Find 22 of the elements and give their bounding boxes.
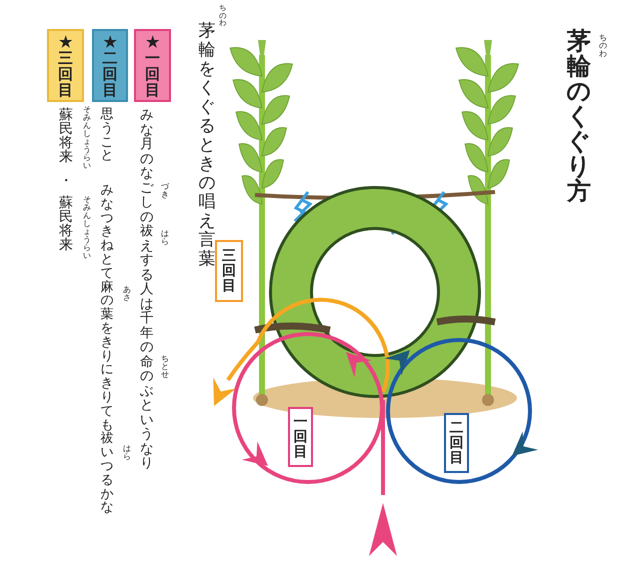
middle-dot: ・ — [58, 174, 74, 188]
tag: ★二回目 — [92, 29, 128, 102]
ruby: そみんしょうらい — [82, 196, 92, 260]
ruby: づき — [160, 183, 170, 199]
ruby: はら — [122, 445, 132, 461]
verse-text: みなつきねとて麻の葉をきりにきりても祓いつるかな — [100, 184, 114, 516]
verse-text: 蘇民将来 — [58, 108, 74, 164]
verse-text: 思うこと — [100, 108, 114, 164]
ruby: はら — [160, 230, 170, 246]
subtitle: 茅輪をくぐるときの唱え言葉 — [198, 22, 216, 269]
ruby: ちとせ — [160, 355, 170, 379]
step-label: 二回目 — [444, 413, 469, 473]
step-label: 三回目 — [215, 240, 243, 302]
step-label: 一回目 — [288, 407, 313, 467]
ruby: あさ — [122, 286, 132, 302]
tag: ★三回目 — [47, 29, 84, 102]
verse-text: みな月のなごしの祓えする人は千年の命のぶというなり — [139, 108, 155, 470]
ruby: ちのわ — [598, 34, 608, 58]
title: 茅輪のくぐり方 — [566, 28, 592, 203]
ruby: そみんしょうらい — [82, 106, 92, 170]
tag: ★一回目 — [134, 29, 171, 102]
verse-text: 蘇民将来 — [58, 196, 74, 252]
